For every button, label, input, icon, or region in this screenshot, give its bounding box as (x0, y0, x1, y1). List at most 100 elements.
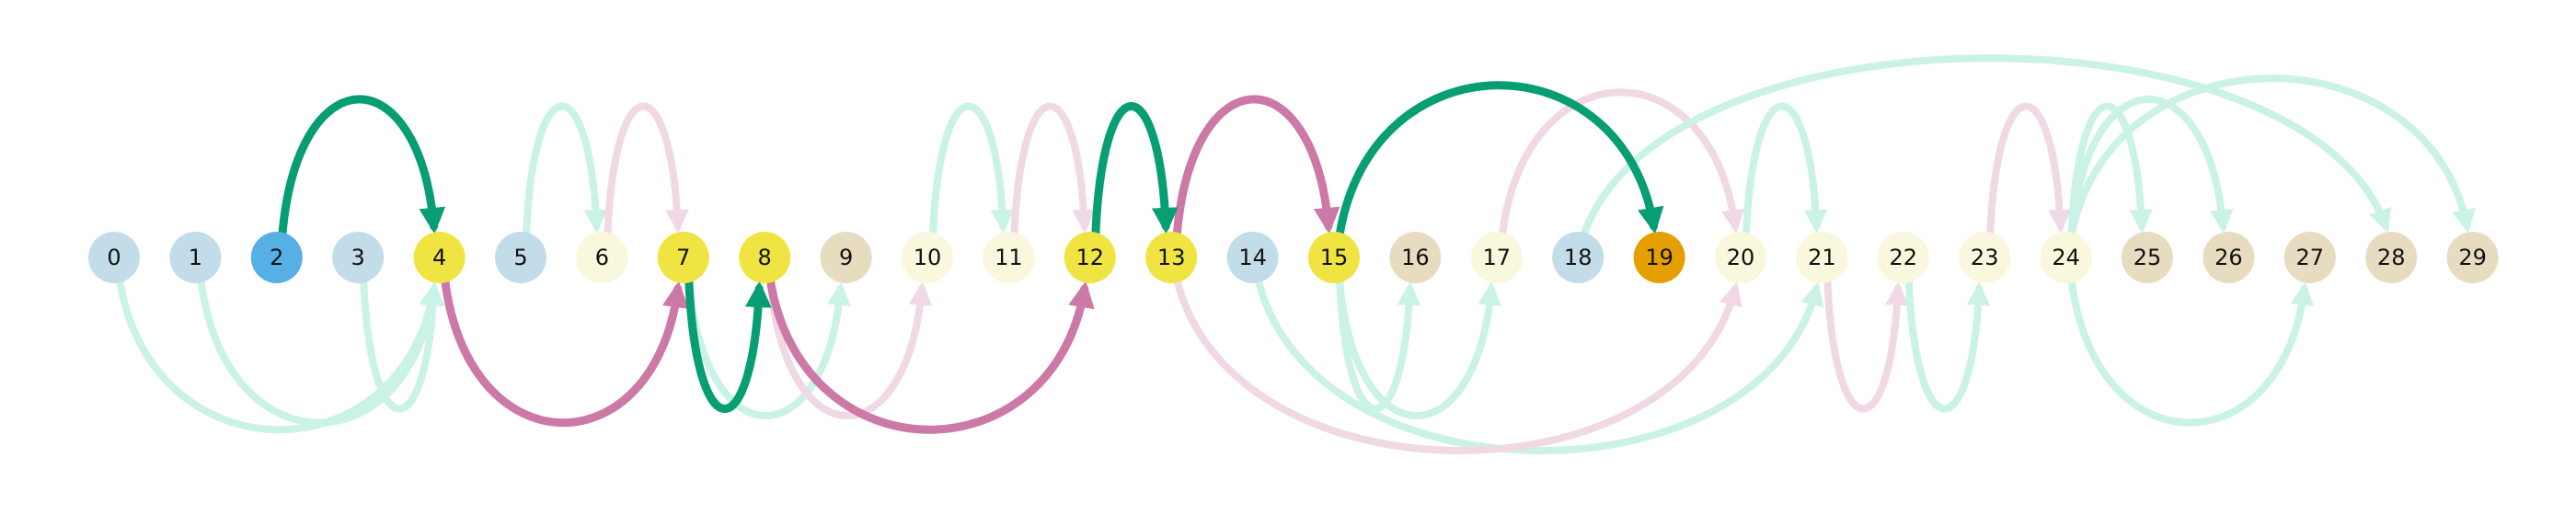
node-circle (332, 232, 385, 283)
edge-10-to-11 (929, 102, 1015, 239)
node-label: 10 (914, 245, 942, 270)
edge-8-to-10 (766, 276, 933, 419)
node-27: 27 (2283, 232, 2336, 283)
node-circle (657, 232, 709, 283)
node-2: 2 (250, 232, 303, 283)
node-label: 11 (995, 245, 1023, 270)
node-29: 29 (2446, 232, 2499, 283)
node-label: 21 (1808, 245, 1836, 270)
node-circle (2283, 232, 2336, 283)
node-23: 23 (1959, 232, 2011, 283)
edge-22-to-23 (1904, 276, 1991, 413)
edge-7-to-8 (684, 275, 772, 413)
node-circle (1552, 232, 1604, 283)
edge-21-to-22 (1823, 276, 1909, 413)
node-16: 16 (1389, 232, 1442, 283)
node-circle (2040, 232, 2092, 283)
edge-5-to-6 (523, 102, 608, 239)
edges-layer (116, 54, 2476, 454)
node-label: 13 (1157, 245, 1186, 270)
node-21: 21 (1796, 232, 1848, 283)
node-label: 20 (1727, 245, 1755, 270)
edge-18-to-28 (1580, 54, 2392, 239)
node-circle (495, 232, 546, 283)
node-6: 6 (576, 232, 628, 283)
edge-23-to-24 (1986, 102, 2072, 239)
edge-11-to-12 (1010, 102, 1096, 239)
edge-20-to-21 (1742, 102, 1828, 239)
node-label: 4 (432, 245, 446, 270)
node-circle (1145, 232, 1198, 283)
node-label: 3 (351, 245, 365, 270)
node-label: 14 (1238, 245, 1267, 270)
node-7: 7 (657, 232, 709, 283)
node-10: 10 (902, 232, 953, 283)
node-circle (1064, 232, 1116, 283)
node-15: 15 (1308, 232, 1360, 283)
node-circle (1877, 232, 1929, 283)
node-label: 16 (1401, 245, 1430, 270)
node-22: 22 (1877, 232, 1929, 283)
node-circle (1633, 232, 1685, 283)
node-circle (902, 232, 953, 283)
node-14: 14 (1226, 232, 1279, 283)
node-circle (820, 232, 872, 283)
edge-17-to-20 (1498, 88, 1745, 239)
node-label: 23 (1971, 245, 1999, 270)
node-label: 9 (839, 245, 853, 270)
node-circle (2122, 232, 2173, 283)
node-circle (1959, 232, 2011, 283)
node-label: 6 (595, 245, 609, 270)
edge-0-to-4 (116, 276, 443, 434)
edge-1-to-4 (197, 276, 443, 427)
node-28: 28 (2365, 232, 2418, 283)
node-20: 20 (1715, 232, 1766, 283)
node-label: 27 (2296, 245, 2325, 270)
node-18: 18 (1552, 232, 1604, 283)
node-5: 5 (495, 232, 546, 283)
edge-13-to-15 (1172, 95, 1340, 240)
edge-3-to-4 (360, 276, 445, 413)
edge-12-to-13 (1091, 102, 1179, 240)
node-label: 22 (1890, 245, 1918, 270)
node-circle (1226, 232, 1279, 283)
edge-6-to-7 (604, 102, 689, 239)
node-label: 25 (2133, 245, 2162, 270)
node-label: 5 (513, 245, 527, 270)
node-label: 0 (107, 245, 121, 270)
node-label: 17 (1483, 245, 1512, 270)
edge-24-to-25 (2067, 102, 2154, 239)
node-circle (2365, 232, 2418, 283)
node-1: 1 (169, 232, 222, 283)
node-label: 8 (758, 245, 772, 270)
edge-4-to-7 (441, 275, 689, 428)
node-label: 1 (189, 245, 202, 270)
node-12: 12 (1064, 232, 1116, 283)
node-circle (1796, 232, 1848, 283)
node-label: 18 (1564, 245, 1593, 270)
edge-13-to-20 (1173, 276, 1742, 454)
node-label: 7 (676, 245, 690, 270)
node-circle (983, 232, 1035, 283)
node-circle (1308, 232, 1360, 283)
node-label: 29 (2458, 245, 2487, 270)
node-circle (1470, 232, 1523, 283)
node-25: 25 (2122, 232, 2173, 283)
edge-24-to-29 (2067, 74, 2476, 239)
node-circle (739, 232, 791, 283)
node-8: 8 (739, 232, 791, 283)
node-label: 15 (1320, 245, 1349, 270)
node-circle (88, 232, 140, 283)
node-17: 17 (1470, 232, 1523, 283)
node-circle (2202, 232, 2255, 283)
node-9: 9 (820, 232, 872, 283)
node-13: 13 (1145, 232, 1198, 283)
edge-15-to-17 (1336, 276, 1501, 419)
node-label: 12 (1076, 245, 1105, 270)
node-label: 26 (2214, 245, 2243, 270)
node-circle (1389, 232, 1442, 283)
edge-14-to-21 (1254, 276, 1824, 454)
edge-24-to-27 (2067, 276, 2315, 427)
